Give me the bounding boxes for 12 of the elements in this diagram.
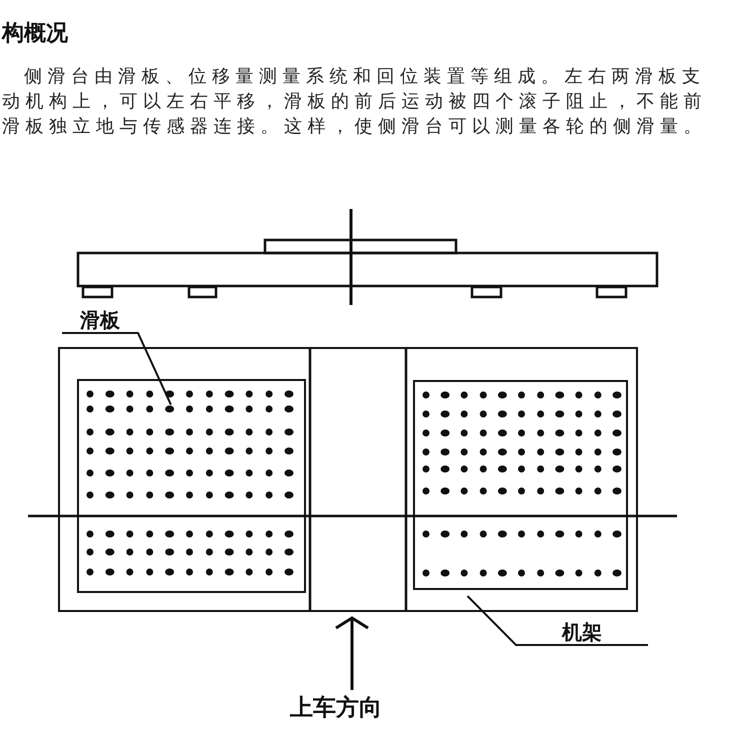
leader-line (62, 332, 172, 406)
part-label: 滑板 (80, 310, 120, 333)
leader-line (466, 595, 648, 646)
paragraph-line: 滑板独立地与传感器连接。这样，使侧滑台可以测量各轮的侧滑量。 (2, 115, 707, 138)
paragraph-line: 侧滑台由滑板、位移量测量系统和回位装置等组成。左右两滑板支 (24, 65, 706, 88)
frame-outline (58, 347, 638, 612)
paragraph-line: 动机构上，可以左右平移，滑板的前后运动被四个滚子阻止，不能前 (2, 90, 707, 113)
part-label: 机架 (562, 622, 602, 645)
slide-plate (77, 379, 306, 593)
direction-label: 上车方向 (290, 694, 382, 723)
section-heading: 构概况 (2, 20, 68, 48)
slide-plate (413, 380, 628, 590)
